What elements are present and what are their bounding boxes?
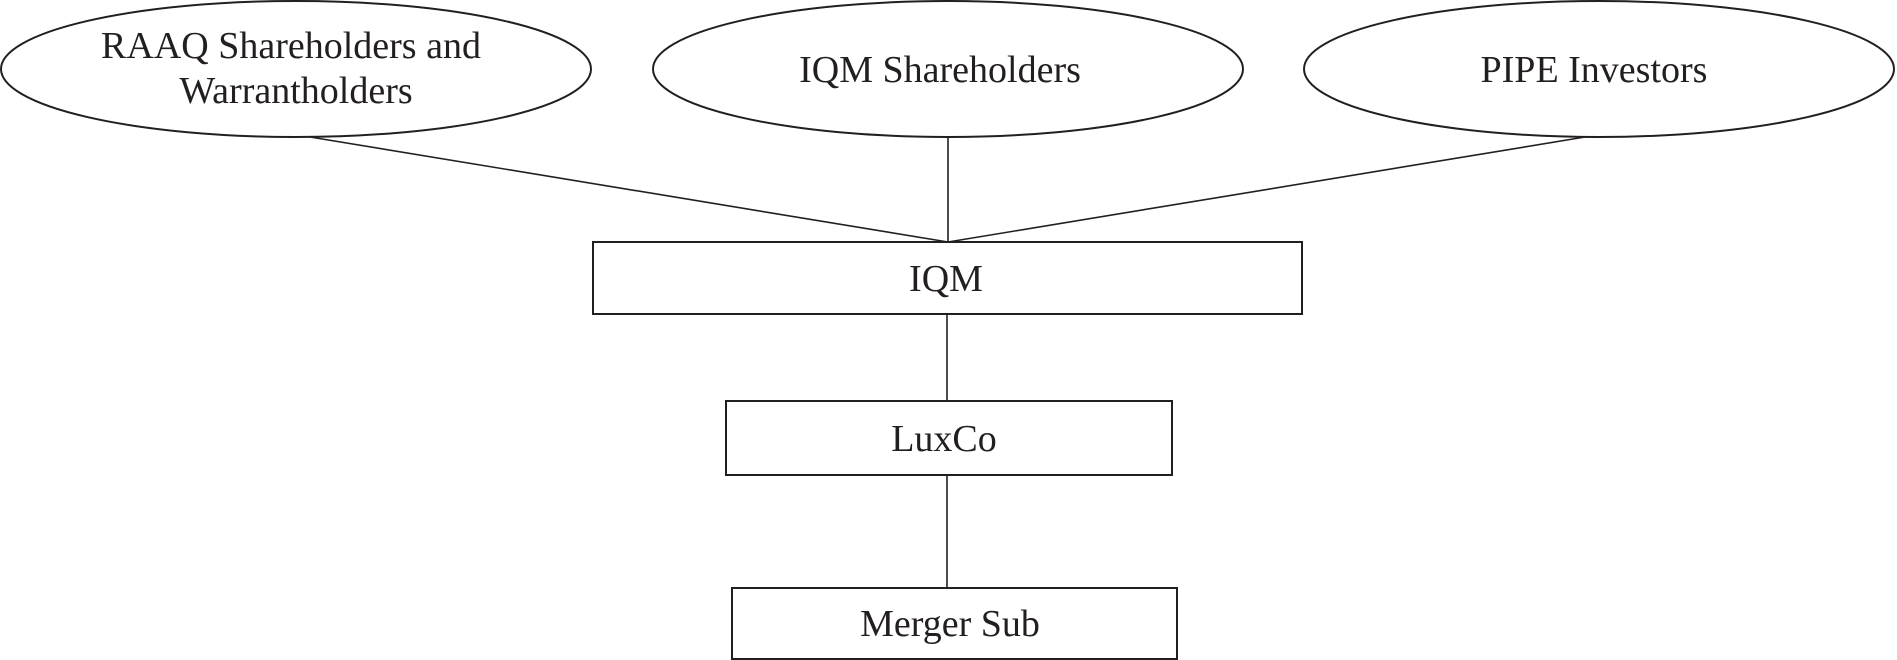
node-pipe-investors-ellipse — [1303, 0, 1895, 138]
node-iqm-box — [592, 241, 1303, 315]
node-raaq-holders: RAAQ Shareholders and Warrantholders — [0, 0, 592, 138]
node-merger-sub: Merger Sub — [731, 587, 1178, 660]
edge-pipe-investors-to-iqm — [947, 136, 1586, 243]
node-iqm-shareholders-label: IQM Shareholders — [799, 49, 1081, 91]
node-iqm-shareholders: IQM Shareholders — [652, 0, 1244, 138]
node-merger-sub-label: Merger Sub — [860, 603, 1040, 645]
node-merger-sub-box — [731, 587, 1178, 660]
node-raaq-holders-ellipse — [0, 0, 592, 138]
node-pipe-investors: PIPE Investors — [1303, 0, 1895, 138]
node-iqm-label: IQM — [909, 258, 983, 300]
node-pipe-investors-label: PIPE Investors — [1481, 49, 1708, 91]
node-iqm-shareholders-ellipse — [652, 0, 1244, 138]
node-raaq-holders-label-line-2: Warrantholders — [179, 70, 412, 112]
node-raaq-holders-label-line-1: RAAQ Shareholders and — [101, 25, 481, 67]
node-luxco-label: LuxCo — [891, 418, 997, 460]
node-luxco: LuxCo — [725, 400, 1173, 476]
edge-raaq-holders-to-iqm — [309, 136, 949, 243]
node-luxco-box — [725, 400, 1173, 476]
node-iqm: IQM — [592, 241, 1303, 315]
